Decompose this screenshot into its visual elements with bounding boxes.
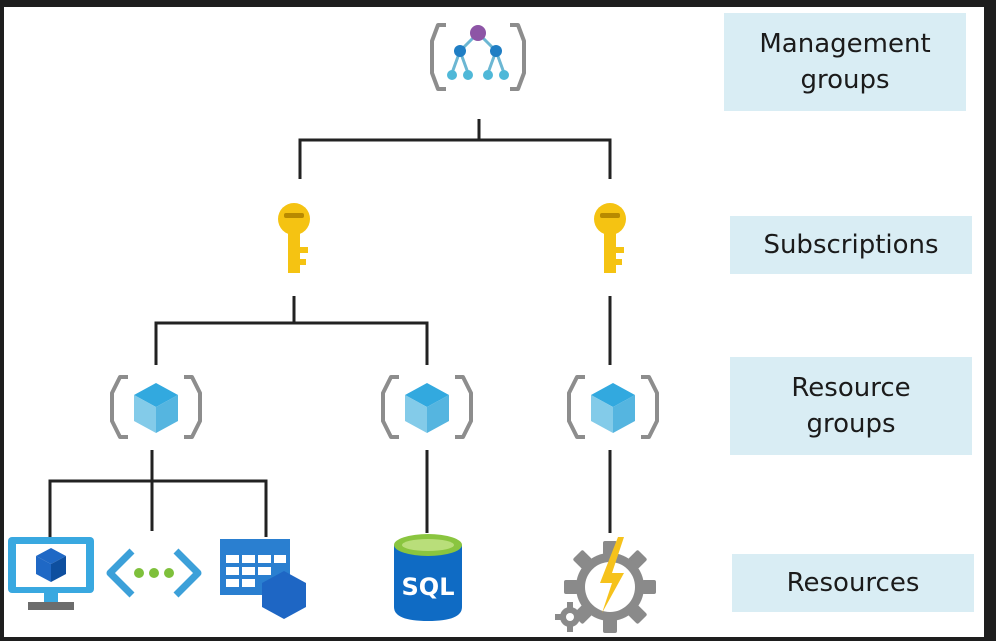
resource-group-cube-icon xyxy=(381,375,473,439)
management-group-icon xyxy=(430,23,526,91)
resource-group-cube-icon xyxy=(110,375,202,439)
hierarchy-diagram: SQL xyxy=(8,23,659,633)
diagram-canvas: SQL xyxy=(4,7,984,637)
label-management-groups: Management groups xyxy=(724,13,966,111)
function-app-gear-icon xyxy=(555,537,656,633)
label-resource-groups: Resource groups xyxy=(730,357,972,455)
sql-label: SQL xyxy=(402,573,455,601)
key-icon xyxy=(594,203,626,273)
virtual-network-icon xyxy=(106,548,202,598)
key-icon xyxy=(278,203,310,273)
label-resources: Resources xyxy=(732,554,974,612)
table-icon xyxy=(220,539,306,619)
resource-group-cube-icon xyxy=(567,375,659,439)
connector-lines xyxy=(48,119,612,537)
label-subscriptions: Subscriptions xyxy=(730,216,972,274)
virtual-machine-icon xyxy=(8,537,94,610)
sql-database-icon: SQL xyxy=(394,534,462,621)
